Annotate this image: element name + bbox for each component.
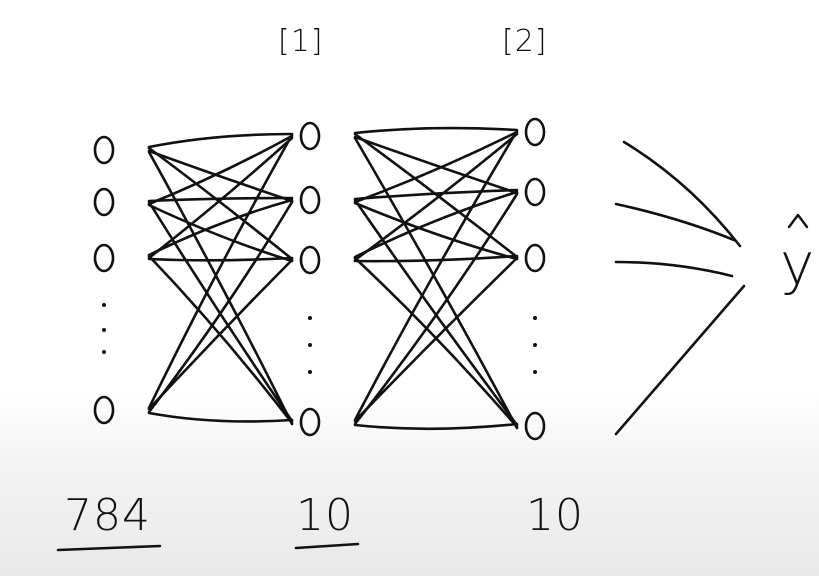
output-line-1 <box>614 202 736 242</box>
connection-0-3-3 <box>147 411 294 423</box>
neuron-1-0 <box>299 121 321 151</box>
neuron-0-2 <box>93 243 115 273</box>
ellipsis-dot-0-1 <box>102 328 106 332</box>
connection-1-0-1 <box>353 135 519 195</box>
connection-0-2-2 <box>147 256 294 262</box>
ellipsis-dot-0-2 <box>102 350 106 354</box>
ellipsis-dot-2-2 <box>533 370 537 374</box>
connection-0-0-0 <box>147 132 294 149</box>
nodes <box>93 117 546 441</box>
neuron-2-2 <box>524 243 546 273</box>
connection-1-1-0 <box>353 130 519 204</box>
input-layer-size: 784 <box>64 490 151 541</box>
connection-1-1-2 <box>353 201 519 261</box>
layer-2-superscript: [2] <box>502 24 548 59</box>
connection-1-3-3 <box>353 422 519 431</box>
underline-input <box>56 544 162 552</box>
hat-symbol <box>787 213 809 229</box>
ellipsis-dot-2-1 <box>533 343 537 347</box>
connection-1-0-0 <box>353 126 519 135</box>
connection-0-2-0 <box>147 136 294 260</box>
connection-1-1-1 <box>353 188 519 201</box>
connection-0-1-2 <box>147 203 294 263</box>
output-y-hat: y <box>776 212 816 312</box>
connections <box>147 126 519 431</box>
ellipsis-dot-2-0 <box>533 316 537 320</box>
connection-0-3-2 <box>147 258 294 411</box>
connection-1-3-2 <box>353 256 519 423</box>
connection-1-3-1 <box>353 192 519 426</box>
connection-1-2-1 <box>353 190 519 259</box>
connection-1-1-3 <box>353 198 519 427</box>
connection-1-2-3 <box>353 256 519 429</box>
neuron-0-0 <box>93 135 115 165</box>
output-line-3 <box>614 284 746 436</box>
neuron-2-0 <box>524 117 546 147</box>
connection-0-1-0 <box>147 134 294 206</box>
neuron-0-3 <box>93 395 115 425</box>
connection-0-0-3 <box>147 150 294 426</box>
connection-1-0-3 <box>353 136 519 430</box>
output-lines <box>614 140 746 436</box>
layer-1-superscript: [1] <box>278 24 324 59</box>
ellipsis-dot-1-0 <box>308 316 312 320</box>
connection-0-1-3 <box>147 200 294 423</box>
ellipsis-dot-1-2 <box>308 370 312 374</box>
underlines <box>56 542 360 552</box>
neuron-0-1 <box>93 187 115 217</box>
underline-hidden-1 <box>294 542 360 550</box>
connection-0-2-1 <box>147 198 294 257</box>
connection-0-2-3 <box>147 254 294 425</box>
hidden-layer-2-size: 10 <box>526 490 584 541</box>
ellipsis-dot-0-0 <box>102 303 106 307</box>
output-label: y <box>780 230 815 298</box>
neuron-1-1 <box>299 185 321 215</box>
neuron-1-2 <box>299 245 321 275</box>
connection-1-3-0 <box>353 129 519 422</box>
connection-0-1-1 <box>147 196 294 203</box>
ellipsis-dot-1-1 <box>308 343 312 347</box>
neuron-1-3 <box>299 407 321 437</box>
hidden-layer-1-size: 10 <box>296 490 354 541</box>
connection-1-2-0 <box>353 132 519 262</box>
connection-0-0-1 <box>147 149 294 203</box>
output-line-0 <box>622 140 742 248</box>
neuron-2-3 <box>524 411 546 441</box>
connection-0-3-0 <box>147 133 294 410</box>
connection-1-2-2 <box>353 254 519 263</box>
neuron-2-1 <box>524 177 546 207</box>
output-line-2 <box>614 260 734 278</box>
